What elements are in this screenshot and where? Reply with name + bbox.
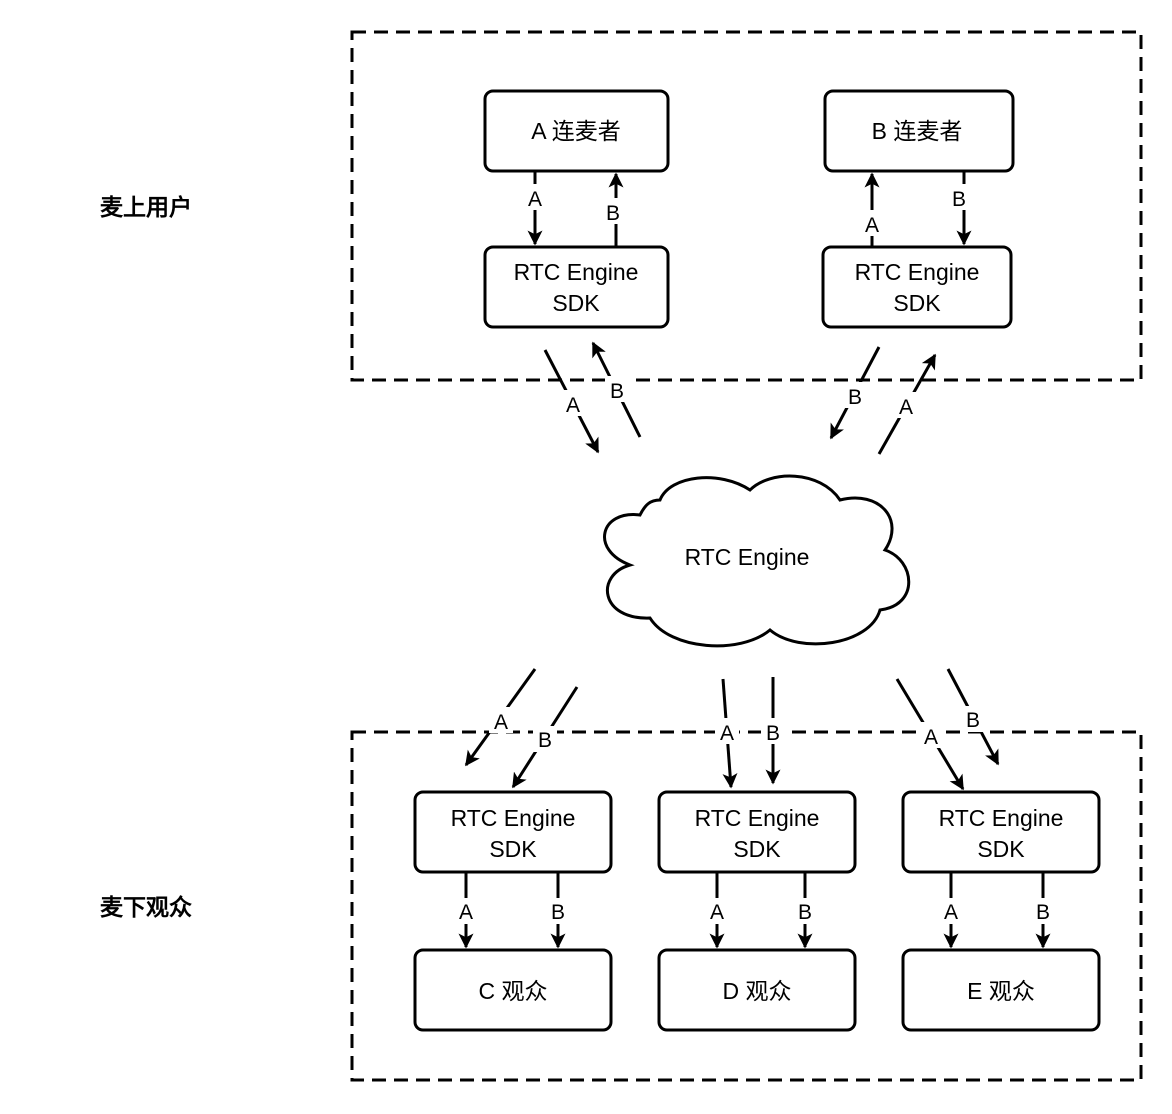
sdk-host-a-line2: SDK — [552, 290, 600, 316]
sdk-viewer-c-line2: SDK — [489, 836, 537, 862]
sdk-host-b-line2: SDK — [893, 290, 941, 316]
viewer-c-label: C 观众 — [479, 978, 548, 1004]
edge-label-b: B — [610, 380, 624, 403]
edge-label-b: B — [966, 709, 980, 732]
edge-label-b: B — [952, 188, 966, 211]
group-top-container — [350, 30, 1143, 382]
viewer-e-node: E 观众 — [901, 948, 1101, 1032]
edge-label-a: A — [566, 394, 580, 417]
rtc-engine-cloud: RTC Engine — [603, 474, 911, 648]
sdk-viewer-e-line1: RTC Engine — [939, 805, 1064, 831]
edge-label-a: A — [944, 901, 958, 924]
edge-label-b: B — [538, 729, 552, 752]
viewer-c-node: C 观众 — [413, 948, 613, 1032]
host-b-node: B 连麦者 — [823, 89, 1015, 173]
edge-label-a: A — [924, 726, 938, 749]
sdk-viewer-c-node: RTC Engine SDK — [413, 790, 613, 874]
host-b-label: B 连麦者 — [872, 118, 963, 144]
sdk-viewer-d-line1: RTC Engine — [695, 805, 820, 831]
edge-label-b: B — [766, 722, 780, 745]
sdk-viewer-e-node: RTC Engine SDK — [901, 790, 1101, 874]
edge-label-b: B — [848, 386, 862, 409]
group-top-label: 麦上用户 — [100, 194, 192, 221]
cloud-label: RTC Engine — [685, 544, 810, 570]
viewer-d-node: D 观众 — [657, 948, 857, 1032]
sdk-host-a-line1: RTC Engine — [514, 259, 639, 285]
sdk-viewer-c-line1: RTC Engine — [451, 805, 576, 831]
sdk-host-b-node: RTC Engine SDK — [821, 245, 1013, 329]
edge-label-a: A — [899, 396, 913, 419]
edge-label-a: A — [865, 214, 879, 237]
edge-label-a: A — [494, 711, 508, 734]
edge-label-a: A — [459, 901, 473, 924]
group-bottom-container — [350, 730, 1143, 1082]
edge-label-a: A — [710, 901, 724, 924]
edge-label-b: B — [606, 202, 620, 225]
sdk-host-a-node: RTC Engine SDK — [483, 245, 670, 329]
sdk-viewer-d-line2: SDK — [733, 836, 781, 862]
host-a-label: A 连麦者 — [531, 118, 620, 144]
edge-label-b: B — [1036, 901, 1050, 924]
host-a-node: A 连麦者 — [483, 89, 670, 173]
edge-label-b: B — [551, 901, 565, 924]
edge-label-b: B — [798, 901, 812, 924]
edge-label-a: A — [720, 722, 734, 745]
edge-label-a: A — [528, 188, 542, 211]
viewer-e-label: E 观众 — [967, 978, 1035, 1004]
edges-sdk-to-viewers: A B A B A B — [455, 873, 1054, 949]
sdk-viewer-e-line2: SDK — [977, 836, 1025, 862]
group-bottom-label: 麦下观众 — [100, 895, 192, 921]
sdk-viewer-d-node: RTC Engine SDK — [657, 790, 857, 874]
sdk-host-b-line1: RTC Engine — [855, 259, 980, 285]
viewer-d-label: D 观众 — [723, 978, 792, 1004]
